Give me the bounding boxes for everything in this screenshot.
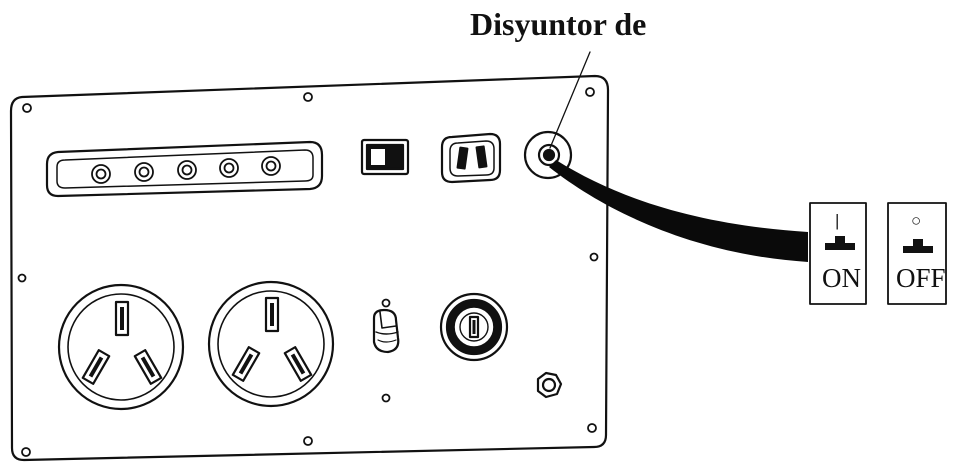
- off-symbol: ○: [911, 211, 922, 230]
- panel-outline: [9, 74, 610, 462]
- ground-terminal: [536, 371, 563, 399]
- on-label: ON: [822, 263, 861, 293]
- indicator-lamps: [91, 156, 281, 184]
- circuit-breaker: [523, 130, 573, 180]
- breaker-cable: [549, 160, 808, 262]
- large-outlet-right: [207, 280, 335, 408]
- leader-line: [549, 51, 591, 149]
- indicator-strip: [45, 140, 324, 198]
- large-outlet-left: [57, 283, 185, 411]
- on-symbol: |: [835, 211, 840, 230]
- switch-on-box: [809, 202, 867, 305]
- key-switch: [439, 292, 509, 362]
- breaker-title: Disyuntor de: [470, 6, 647, 42]
- rocker-switch: [360, 138, 410, 176]
- toggle-knob: [372, 308, 400, 354]
- switch-off-box: [887, 202, 947, 305]
- small-outlet: [440, 132, 502, 184]
- mounting-screws: [17, 87, 599, 457]
- off-label: OFF: [896, 263, 946, 293]
